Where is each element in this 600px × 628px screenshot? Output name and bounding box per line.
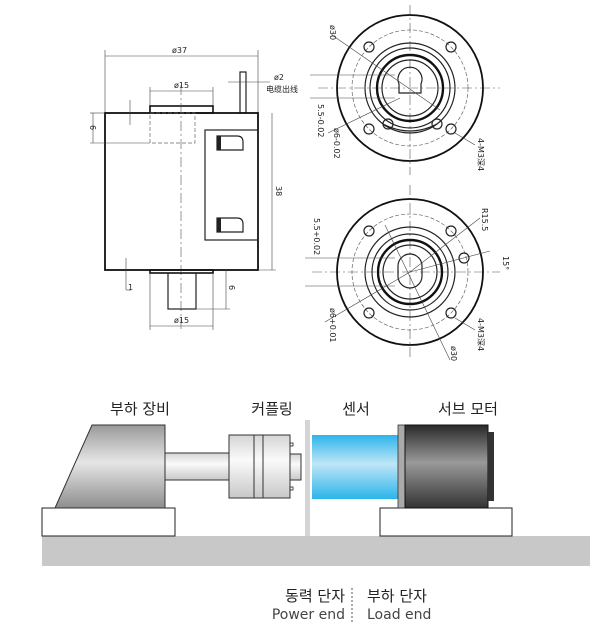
load-shaft <box>164 452 230 481</box>
dim-outer-diameter: ø37 <box>172 46 187 55</box>
sensor-body <box>312 435 400 499</box>
front-flat: 5.5-0.02 <box>316 104 325 137</box>
rear-holes: 4-M3深4 <box>476 318 485 351</box>
rear-angle: 15° <box>501 256 510 270</box>
front-bore: ø6-0.02 <box>332 128 341 159</box>
servo-motor <box>404 424 489 509</box>
coupling <box>228 434 302 499</box>
dim-bottom-boss: ø15 <box>174 316 189 325</box>
rear-diameter: ø30 <box>449 346 458 361</box>
rear-mounting-holes <box>363 225 457 319</box>
front-diameter: ø30 <box>328 25 337 40</box>
load-device <box>54 424 166 509</box>
divider <box>305 420 310 536</box>
test-setup: 부하 장비 커플링 센서 서브 모터 동력 단자 Power end 부하 단자… <box>41 400 590 623</box>
rear-flat: 5.5+0.02 <box>312 218 321 255</box>
front-view-drawing: ø30 5.5-0.02 ø6-0.02 4-M3深4 <box>310 5 500 175</box>
motor-end-cap <box>488 432 494 501</box>
load-end-en: Load end <box>367 607 431 623</box>
label-servo-motor: 서브 모터 <box>438 400 498 418</box>
rear-bore: ø6+0.01 <box>328 308 337 343</box>
dim-top-depth: 6 <box>88 125 97 130</box>
front-holes: 4-M3深4 <box>476 138 485 171</box>
load-end-ko: 부하 단자 <box>367 587 427 605</box>
motor-flange <box>397 424 406 509</box>
right-base <box>379 507 513 537</box>
dim-bottom-offset: 1 <box>128 283 133 292</box>
ground <box>42 536 590 566</box>
dim-cable: ø2 <box>274 73 284 82</box>
power-end-ko: 동력 단자 <box>285 587 345 605</box>
rear-radius: R15.5 <box>480 208 489 231</box>
mounting-holes <box>363 41 457 135</box>
dim-top-boss: ø15 <box>174 81 189 90</box>
rear-view-drawing: R15.5 15° 5.5+0.02 ø6+0.01 ø30 4-M3深4 <box>305 185 510 361</box>
dim-height: 38 <box>274 186 283 196</box>
dim-shaft-length: 6 <box>227 285 236 290</box>
cable-label: 电缆出线 <box>266 84 298 94</box>
side-view-drawing: ø37 ø15 ø2 电缆出线 6 38 6 1 <box>88 46 298 332</box>
power-end-en: Power end <box>272 607 345 623</box>
label-sensor: 센서 <box>342 400 370 418</box>
label-load-device: 부하 장비 <box>110 400 170 418</box>
left-base <box>41 507 176 537</box>
label-coupling: 커플링 <box>251 400 292 418</box>
